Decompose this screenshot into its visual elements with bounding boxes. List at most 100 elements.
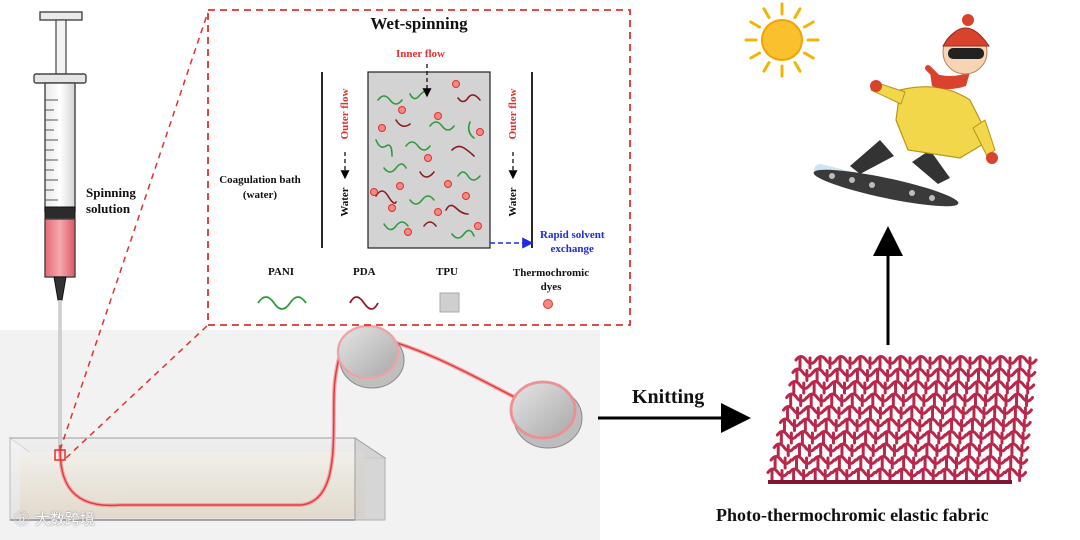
roller-icon [509, 380, 583, 449]
knit-loop [1011, 392, 1035, 407]
knit-loop [968, 405, 992, 420]
legend-dye-label: Thermochromic dyes [512, 267, 590, 293]
knit-loop [796, 430, 820, 445]
knit-loop [940, 455, 964, 470]
knit-loop [812, 455, 836, 470]
knit-loop [963, 442, 987, 457]
legend-dye-symbol [543, 299, 553, 309]
knit-loop [878, 442, 902, 457]
syringe-icon [33, 11, 87, 445]
knit-loop [990, 392, 1014, 407]
knit-loop [951, 380, 975, 395]
knit-loop [841, 417, 865, 432]
knit-loop [927, 405, 951, 420]
knit-loop [811, 367, 835, 382]
knit-loop [912, 367, 936, 382]
knit-loop [817, 430, 841, 445]
knit-loop [831, 367, 855, 382]
knit-loop [902, 430, 926, 445]
knit-loop [923, 430, 947, 445]
knit-loop [989, 405, 1013, 420]
knit-loop [969, 392, 993, 407]
knit-loop [944, 430, 968, 445]
knit-loop [805, 392, 829, 407]
knit-loop [993, 367, 1017, 382]
knit-loop [869, 380, 893, 395]
knit-loop [921, 442, 945, 457]
knit-loop [947, 405, 971, 420]
knit-loop [946, 417, 970, 432]
dye-particles [370, 80, 484, 236]
knit-loop [942, 442, 966, 457]
knit-loop [854, 355, 878, 370]
sun-icon [744, 2, 820, 78]
legend-pda-symbol [349, 296, 379, 310]
snowboarder-icon [813, 14, 998, 207]
legend-tpu-symbol [439, 292, 460, 313]
diagram-title: Wet-spinning [370, 14, 468, 33]
knit-loop [898, 455, 922, 470]
knit-loop [952, 367, 976, 382]
fiber-components [375, 89, 481, 239]
knit-loop [874, 355, 898, 370]
knit-loop [833, 455, 857, 470]
knit-loop [972, 367, 996, 382]
knit-loop [809, 467, 833, 482]
legend-pda-label: PDA [353, 266, 376, 278]
knit-loop [834, 355, 858, 370]
knit-loop [1012, 380, 1036, 395]
knit-loop [994, 355, 1018, 370]
knit-loop [849, 380, 873, 395]
knit-loop [1005, 455, 1029, 470]
knit-loop [788, 380, 812, 395]
knit-loop [828, 380, 852, 395]
knit-loop [985, 442, 1009, 457]
knit-loop [876, 455, 900, 470]
knit-loop [857, 442, 881, 457]
knit-loop [855, 455, 879, 470]
knit-loop [823, 405, 847, 420]
coagulation-bath-label: Coagulation bath (water) [219, 174, 301, 201]
knit-loop [896, 467, 920, 482]
knit-loop [906, 405, 930, 420]
knit-loop [814, 355, 838, 370]
watermark-text: 大数跨境 [35, 510, 96, 528]
knit-loop [846, 392, 870, 407]
knit-loop [794, 355, 818, 370]
knit-loop [904, 417, 928, 432]
knit-loop [860, 430, 884, 445]
knit-loop [982, 467, 1006, 482]
knit-loop [971, 380, 995, 395]
knit-loop [1004, 467, 1028, 482]
knit-loop [894, 355, 918, 370]
knit-loop [954, 355, 978, 370]
knit-loop [908, 392, 932, 407]
knit-loop [867, 392, 891, 407]
knit-loop [808, 380, 832, 395]
knit-loop [932, 367, 956, 382]
outer-flow-label-left: Outer flow [339, 88, 351, 140]
knit-loop [820, 417, 844, 432]
spinning-solution-label: Spinning solution [86, 185, 136, 216]
knit-loop [778, 417, 802, 432]
knit-loop [949, 392, 973, 407]
knit-loop [1009, 405, 1033, 420]
knit-loop [864, 405, 888, 420]
knit-loop [966, 417, 990, 432]
knit-loop [983, 455, 1007, 470]
knit-loop [914, 355, 938, 370]
knit-loop [1013, 367, 1037, 382]
knit-loop [852, 467, 876, 482]
knit-loop [788, 467, 812, 482]
knit-loop [785, 392, 809, 407]
knit-loop [962, 455, 986, 470]
knit-loop [1008, 417, 1032, 432]
knit-loop [826, 392, 850, 407]
knit-loop [900, 442, 924, 457]
watermark-logo-icon: ⓑ [14, 510, 30, 528]
knit-loop [887, 392, 911, 407]
legend-pani-label: PANI [268, 266, 295, 278]
knit-loop [766, 467, 790, 482]
knit-loop [910, 380, 934, 395]
knit-loop [881, 430, 905, 445]
